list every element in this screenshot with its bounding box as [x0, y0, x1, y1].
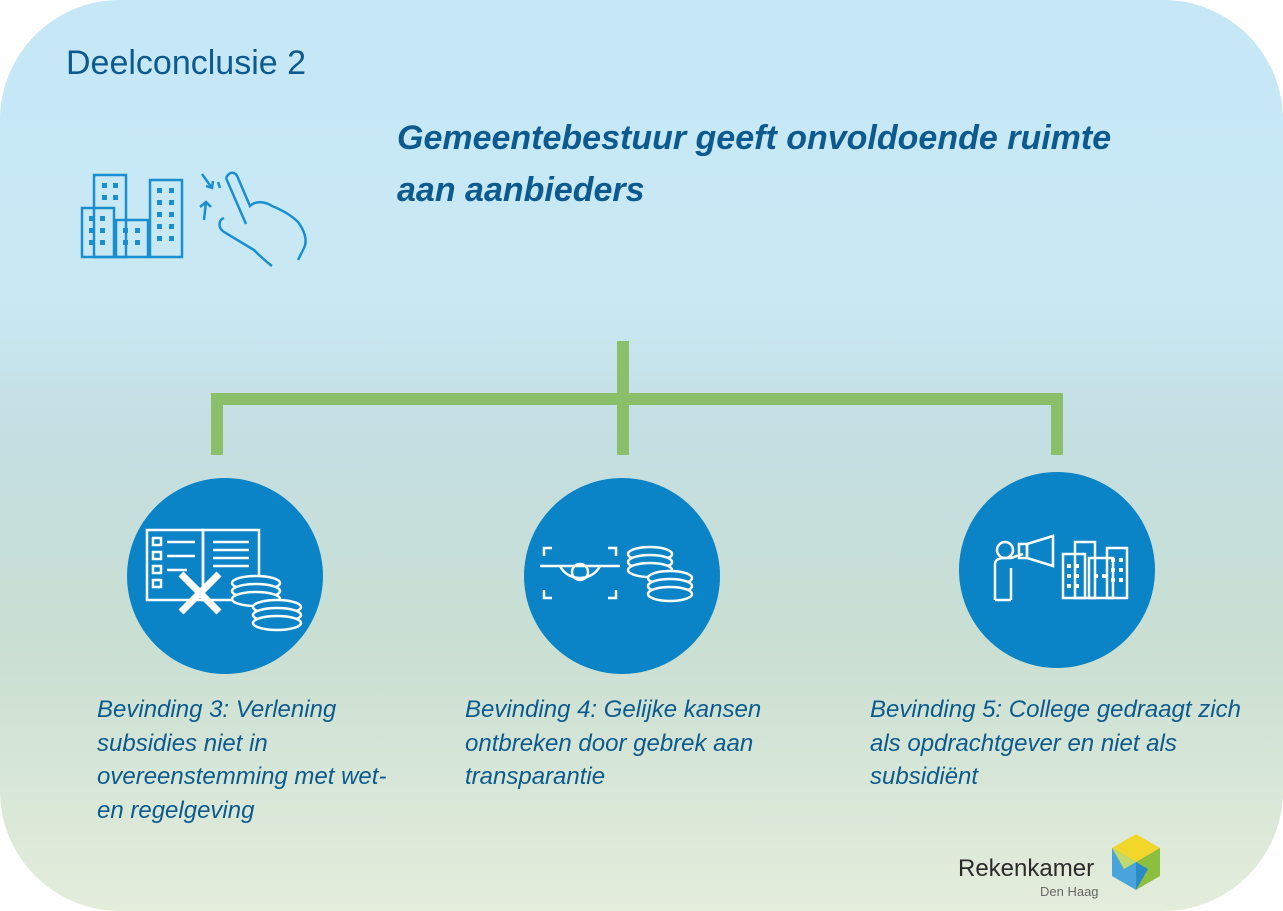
- eye-coins-icon: [540, 545, 694, 603]
- checklist-coins-icon: [145, 528, 303, 632]
- finding-3-circle: [127, 478, 323, 674]
- buildings-tap-icon: [80, 171, 307, 267]
- finding-3-text: Bevinding 3: Verlening subsidies niet in…: [97, 696, 387, 824]
- rekenkamer-logo: [1112, 834, 1160, 890]
- finding-4-circle: [524, 478, 720, 674]
- finding-5-circle: [959, 472, 1155, 668]
- conclusion-heading: Gemeentebestuur geeft onvoldoende ruimte…: [397, 119, 1112, 209]
- finding-5-text: Bevinding 5: College gedraagt zich als o…: [870, 696, 1241, 790]
- brand-subtitle: Den Haag: [1040, 884, 1099, 899]
- megaphone-buildings-icon: [993, 534, 1129, 602]
- section-label: Deelconclusie 2: [66, 44, 307, 82]
- brand-name: Rekenkamer: [958, 855, 1095, 882]
- finding-4-text: Bevinding 4: Gelijke kansen ontbreken do…: [465, 696, 762, 790]
